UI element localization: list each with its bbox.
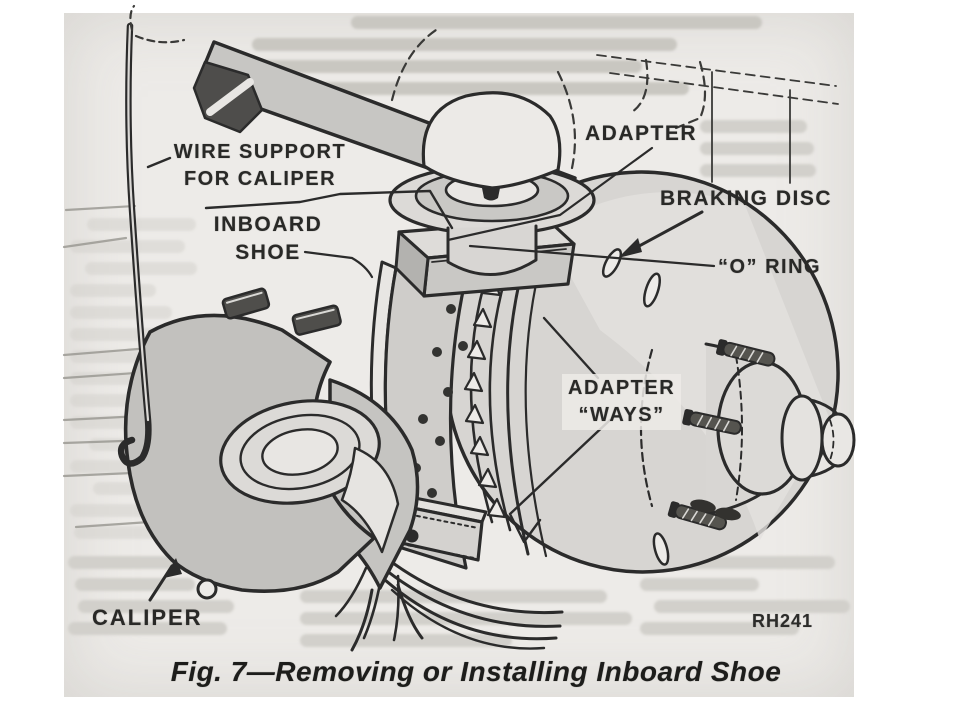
leader-lines [146,146,716,602]
dashed-outline-hints [390,28,839,170]
label-wire-support-line1: WIRE SUPPORT [173,141,347,163]
label-braking-disc: BRAKING DISC [660,187,833,210]
label-adapter-ways: ADAPTER “WAYS” [562,374,682,430]
caliper-drawing [123,287,424,652]
label-o-ring: “O” RING [718,256,822,278]
label-caliper: CALIPER [92,605,203,630]
label-inboard-shoe-line1: INBOARD [213,213,323,236]
label-wire-support: WIRE SUPPORT FOR CALIPER [172,139,348,193]
label-wire-support-line2: FOR CALIPER [183,168,337,190]
figure-reference-code: RH241 [752,611,814,631]
hub-and-studs-drawing [639,339,856,531]
ball-joint-drawing [388,91,596,276]
label-inboard-shoe: INBOARD SHOE [207,211,329,267]
label-adapter-ways-line1: ADAPTER [568,377,676,399]
bleed-through-text-right [700,120,845,186]
wheel-studs [667,339,776,531]
figure-caption: Fig. 7—Removing or Installing Inboard Sh… [170,656,782,687]
label-adapter: ADAPTER [585,122,698,145]
bleed-through-text-top [252,16,840,104]
label-inboard-shoe-line2: SHOE [235,241,301,264]
braking-disc-pointer-lines [711,71,791,184]
wire-support-drawing [117,4,186,467]
label-adapter-ways-line2: “WAYS” [578,404,665,426]
